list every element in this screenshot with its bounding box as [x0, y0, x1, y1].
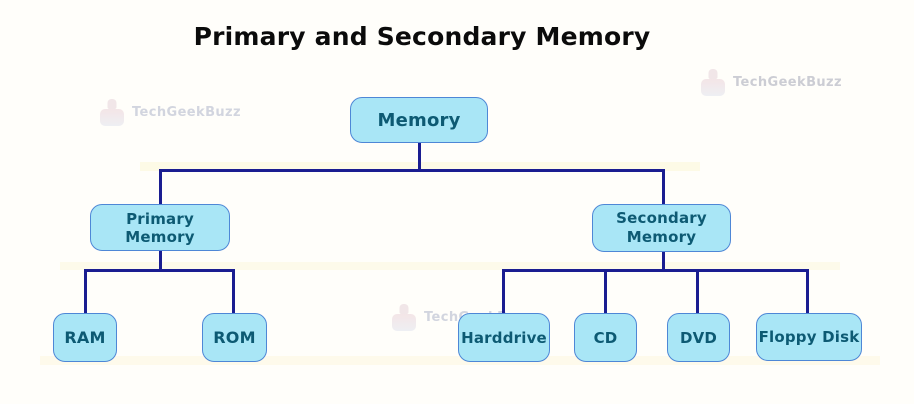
connector-secondary-down	[662, 252, 665, 271]
connector-primary-down	[159, 251, 162, 271]
connector-to-floppy-disk	[806, 269, 809, 314]
node-dvd: DVD	[667, 313, 730, 362]
robot-mascot-icon	[392, 304, 416, 331]
robot-mascot-icon	[100, 99, 124, 126]
node-memory: Memory	[350, 97, 488, 143]
node-dvd-label: DVD	[679, 328, 718, 347]
node-memory-label: Memory	[377, 109, 461, 131]
node-harddrive: Harddrive	[458, 313, 550, 362]
diagram-title: Primary and Secondary Memory	[193, 22, 651, 51]
connector-to-secondary-memory	[662, 169, 665, 205]
connector-primary-horizontal	[84, 269, 235, 272]
watermark-top-left: TechGeekBuzz	[100, 99, 241, 126]
connector-to-dvd	[696, 269, 699, 314]
robot-mascot-icon	[701, 69, 725, 96]
node-floppy-disk: Floppy Disk	[756, 313, 862, 361]
node-rom: ROM	[202, 313, 267, 362]
node-secondary-memory-label: Secondary Memory	[616, 209, 707, 246]
node-cd-label: CD	[593, 328, 618, 347]
connector-to-harddrive	[502, 269, 505, 314]
connector-to-cd	[604, 269, 607, 314]
node-primary-memory-label: Primary Memory	[125, 209, 195, 246]
watermark-label: TechGeekBuzz	[733, 75, 842, 90]
node-ram: RAM	[53, 313, 117, 362]
node-rom-label: ROM	[213, 328, 256, 347]
node-primary-memory: Primary Memory	[90, 204, 230, 251]
connector-memory-down	[418, 143, 421, 171]
connector-level1-horizontal	[159, 169, 665, 172]
connector-to-ram	[84, 269, 87, 314]
node-ram-label: RAM	[64, 328, 106, 347]
node-harddrive-label: Harddrive	[461, 328, 547, 347]
watermark-top-right: TechGeekBuzz	[701, 69, 842, 96]
node-floppy-disk-label: Floppy Disk	[758, 328, 860, 346]
connector-secondary-horizontal	[502, 269, 808, 272]
node-cd: CD	[574, 313, 637, 362]
watermark-label: TechGeekBuzz	[132, 105, 241, 120]
connector-to-rom	[232, 269, 235, 314]
node-secondary-memory: Secondary Memory	[592, 204, 731, 252]
connector-to-primary-memory	[159, 169, 162, 205]
